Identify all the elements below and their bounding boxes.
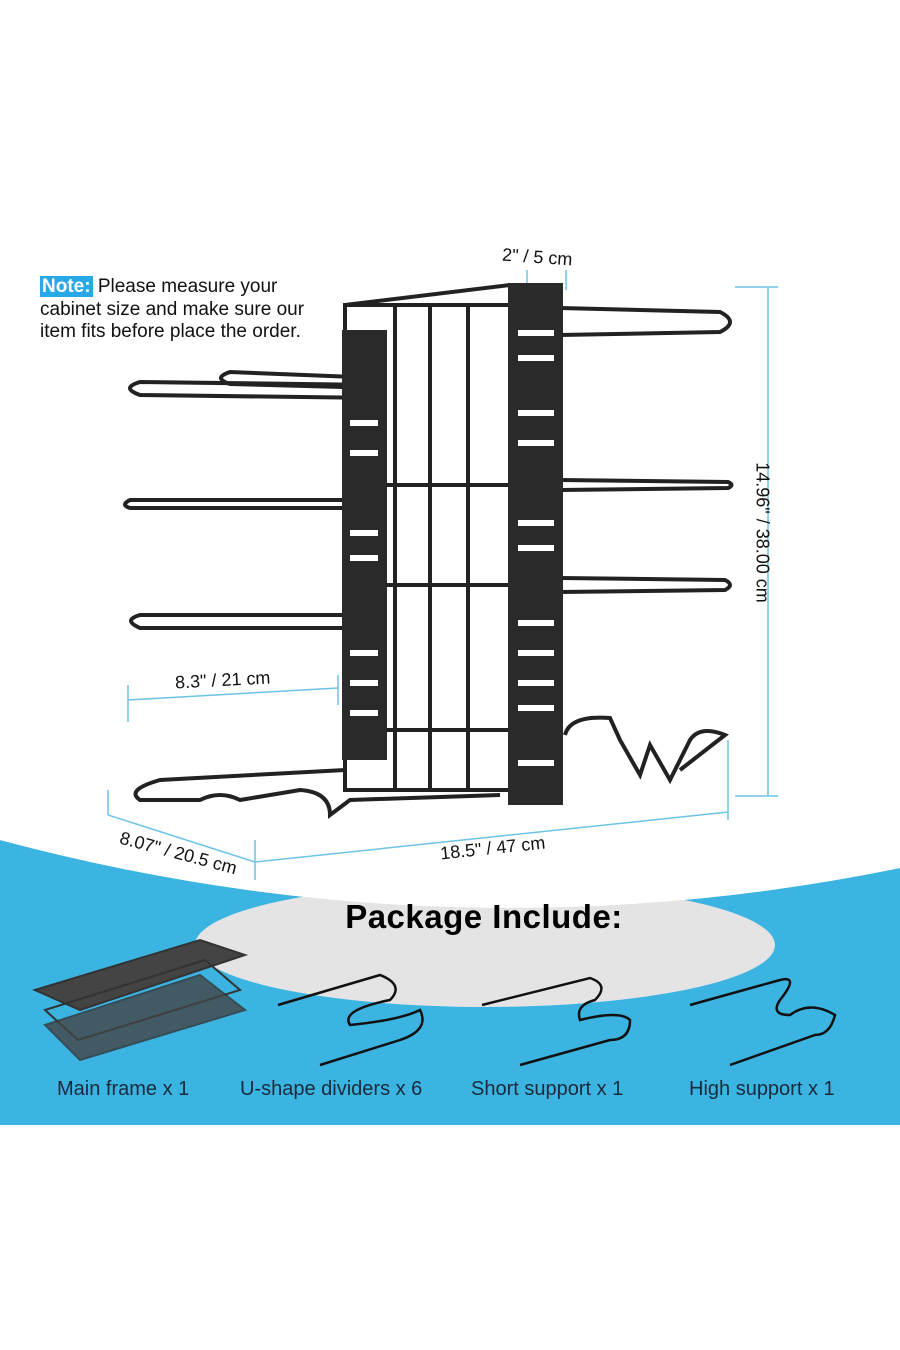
pan-organizer-rack: [123, 283, 734, 819]
package-title: Package Include:: [345, 898, 623, 935]
note-text: Please measure your cabinet size and mak…: [40, 276, 305, 342]
short-support-icon: [481, 976, 632, 1067]
u-shape-divider-icon: [277, 973, 424, 1067]
title-backdrop: [195, 883, 775, 1007]
dimension-lines: [107, 270, 778, 880]
slotted-panels: [342, 283, 563, 805]
package-item-main-frame: Main frame x 1: [57, 1078, 190, 1100]
high-support-icon: [689, 977, 837, 1067]
note-tag: Note:: [40, 276, 93, 297]
dimension-height: 14.96" / 38.00 cm: [752, 462, 773, 603]
package-item-u-shape-dividers: U-shape dividers x 6: [240, 1078, 423, 1100]
measurement-note: Note: Please measure your cabinet size a…: [40, 276, 330, 344]
package-item-short-support: Short support x 1: [471, 1078, 624, 1100]
package-item-high-support: High support x 1: [689, 1078, 835, 1100]
main-frame-icon: [32, 938, 249, 1062]
